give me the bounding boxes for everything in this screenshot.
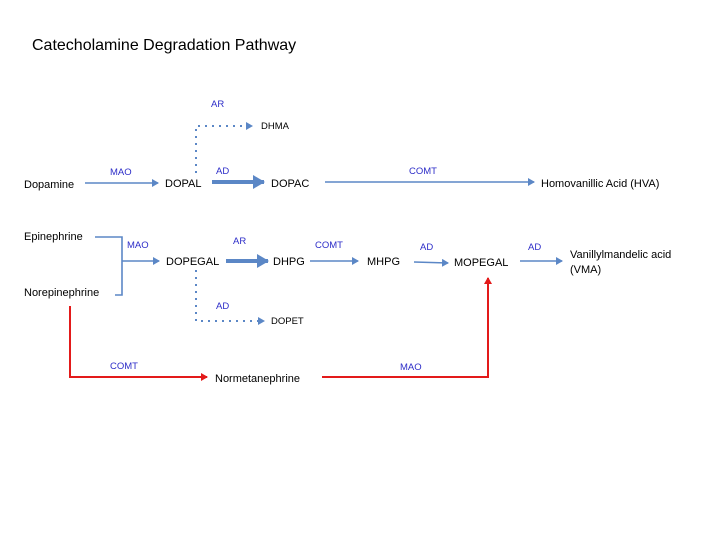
arrow-dopegal-to-dopet (195, 270, 265, 325)
arrow-mhpg-to-mopegal (413, 258, 449, 267)
enzyme-label-ad: AD (420, 242, 434, 253)
node-normetanephrine: Normetanephrine (215, 373, 300, 385)
node-epinephrine: Epinephrine (24, 231, 83, 243)
enzyme-label-ar: AR (233, 236, 247, 247)
node-mhpg: MHPG (367, 256, 400, 268)
enzyme-label-ad: AD (216, 301, 230, 312)
node-dhma: DHMA (261, 121, 289, 132)
enzyme-label-comt: COMT (409, 166, 437, 177)
node-dopamine: Dopamine (24, 179, 75, 191)
enzyme-label-mao: MAO (127, 240, 149, 251)
node-norepinephrine: Norepinephrine (24, 287, 100, 299)
bracket-epi-norepi (95, 236, 123, 296)
arrow-normetanephrine-to-mopegal (322, 277, 492, 378)
node-dhpg: DHPG (273, 256, 305, 268)
enzyme-label-mao: MAO (110, 167, 132, 178)
node-vma-line1: Vanillylmandelic acid (570, 249, 672, 261)
node-dopegal: DOPEGAL (166, 256, 220, 268)
enzyme-label-mao: MAO (400, 362, 422, 373)
enzyme-label-ad: AD (216, 166, 230, 177)
node-hva: Homovanillic Acid (HVA) (541, 178, 660, 190)
enzyme-label-comt: COMT (315, 240, 343, 251)
node-dopac: DOPAC (271, 178, 310, 190)
node-dopal: DOPAL (165, 178, 202, 190)
enzyme-label-ad: AD (528, 242, 542, 253)
enzyme-label-comt: COMT (110, 361, 138, 372)
arrow-norepi-to-normetanephrine (69, 306, 208, 381)
enzyme-label-ar: AR (211, 99, 225, 110)
node-mopegal: MOPEGAL (454, 257, 509, 269)
arrow-dopal-to-dhma (195, 122, 253, 173)
node-dopet: DOPET (271, 316, 304, 327)
page-title: Catecholamine Degradation Pathway (32, 37, 297, 54)
node-vma-line2: (VMA) (570, 264, 602, 276)
